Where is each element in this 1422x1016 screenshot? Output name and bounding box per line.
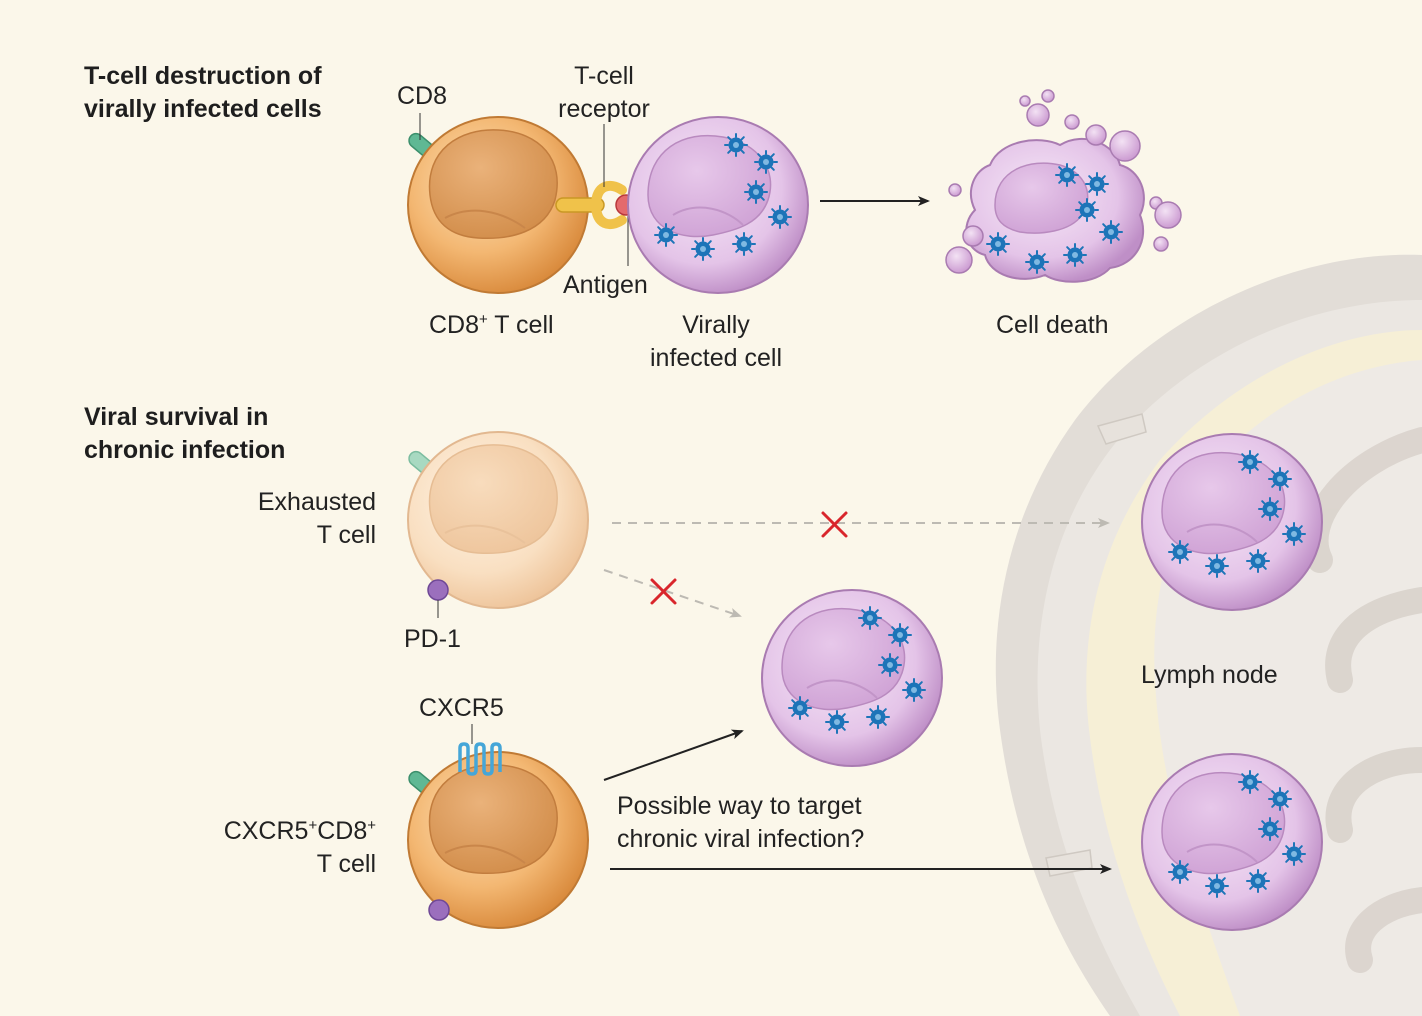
pd1-label: PD-1 <box>404 625 461 653</box>
lymph-node-infected-cell-bottom <box>1142 754 1322 930</box>
heading-line: Viral survival in <box>84 403 269 431</box>
pd1-receptor <box>428 899 450 921</box>
cd8-t-cell-label: CD8+ T cell <box>429 309 554 342</box>
dying-cell <box>945 89 1182 283</box>
antigen-label: Antigen <box>563 271 648 299</box>
question-line: Possible way to target <box>617 792 862 820</box>
lymph-node-label: Lymph node <box>1141 661 1278 689</box>
cell-death-label: Cell death <box>996 311 1109 339</box>
lymph-node-infected-cell-top <box>1142 434 1322 610</box>
section-heading-bottom: Viral survival in chronic infection <box>84 401 285 467</box>
heading-line: T-cell destruction of <box>84 62 322 90</box>
virally-infected-cell <box>628 117 808 293</box>
tcr-label-line: receptor <box>558 95 650 123</box>
heading-line: chronic infection <box>84 436 286 464</box>
heading-line: virally infected cells <box>84 95 322 123</box>
exhausted-t-cell <box>407 431 589 618</box>
cxcr5-cd8-t-cell-label: CXCR5+CD8+ T cell <box>190 815 376 881</box>
cd8-label: CD8 <box>397 82 448 110</box>
superscript-plus: + <box>308 817 318 834</box>
cd8-t-cell-label-text: CD8 <box>429 311 480 339</box>
virally-infected-cell-middle <box>762 590 942 766</box>
infected-label-line: infected cell <box>649 344 783 372</box>
cd8-t-cell <box>407 116 589 294</box>
exhausted-label-line: T cell <box>316 521 376 549</box>
cd8-text: CD8 <box>317 817 368 845</box>
cxcr5-receptor <box>458 742 502 776</box>
cxcr5-cd8-label-line: CXCR5+CD8+ <box>190 815 376 848</box>
infected-label-line: Virally <box>682 311 750 339</box>
blocked-x-icon <box>821 511 848 538</box>
cxcr5-cd8-t-cell <box>407 724 589 929</box>
cxcr5-cd8-label-line: T cell <box>316 850 376 878</box>
tcr-label-line: T-cell <box>574 62 634 90</box>
cxcr5-text: CXCR5 <box>223 817 309 845</box>
pd1-receptor <box>427 579 449 601</box>
blocked-x-icon <box>650 578 677 605</box>
exhausted-label-line: Exhausted <box>257 488 376 516</box>
tcr-label: T-cell receptor <box>548 60 660 126</box>
arrow-to-infected-cell <box>603 729 744 781</box>
superscript-plus: + <box>367 817 376 834</box>
question-label: Possible way to target chronic viral inf… <box>617 790 864 856</box>
cxcr5-label: CXCR5 <box>419 694 504 722</box>
infected-cell-label: Virally infected cell <box>628 309 804 375</box>
t-cell-receptor <box>555 180 627 230</box>
cd8-t-cell-label-suffix: T cell <box>487 311 554 339</box>
exhausted-t-cell-label: Exhausted T cell <box>220 486 376 552</box>
question-line: chronic viral infection? <box>617 825 865 853</box>
section-heading-top: T-cell destruction of virally infected c… <box>84 60 322 126</box>
superscript-plus: + <box>479 311 488 328</box>
blocked-arrow-to-infected-cell <box>603 569 742 618</box>
